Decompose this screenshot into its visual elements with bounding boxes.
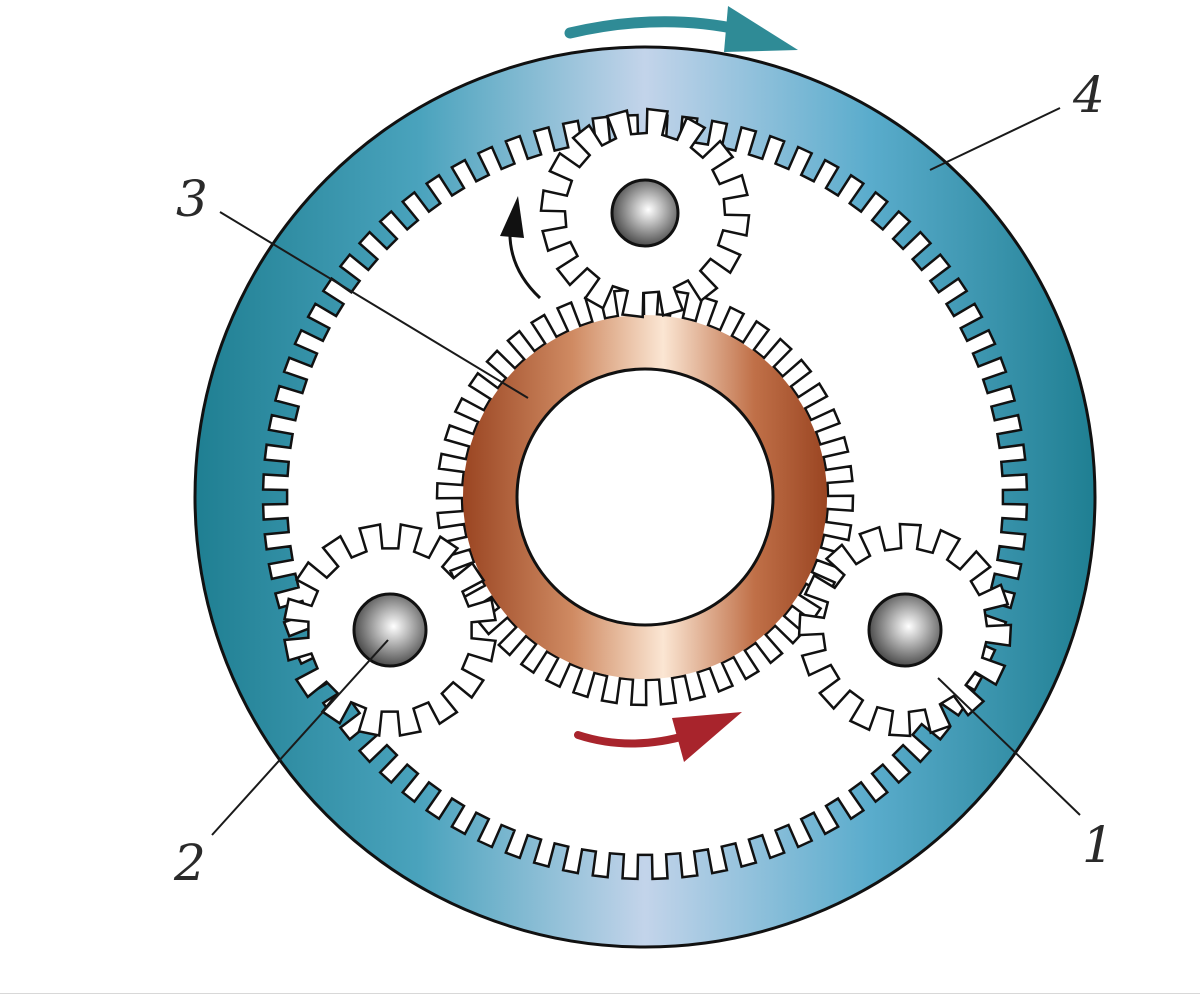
- planet-gear-right: [797, 522, 1013, 738]
- planet-gear-top: [539, 107, 751, 319]
- sun-gear: [435, 287, 855, 707]
- callout-label-1: 1: [1082, 816, 1114, 874]
- planet-rotation-arrow: [500, 196, 542, 300]
- ring-rotation-arrow: [564, 6, 798, 52]
- planet-gear-left: [282, 522, 498, 738]
- bottom-divider: [0, 993, 1200, 994]
- leader-line-4: [929, 107, 1061, 171]
- callout-label-3: 3: [176, 170, 208, 228]
- steel-ball-icon: [352, 592, 428, 668]
- sun-gear-bore: [515, 367, 775, 627]
- leader-lines: [211, 107, 1081, 836]
- leader-line-2: [211, 639, 389, 836]
- callout-label-4: 4: [1072, 66, 1105, 124]
- leader-line-1: [937, 677, 1081, 816]
- steel-ball-icon: [867, 592, 943, 668]
- sun-rotation-arrow: [574, 712, 742, 762]
- leader-line-3: [219, 211, 529, 399]
- callout-label-2: 2: [173, 834, 206, 892]
- steel-ball-icon: [610, 178, 680, 248]
